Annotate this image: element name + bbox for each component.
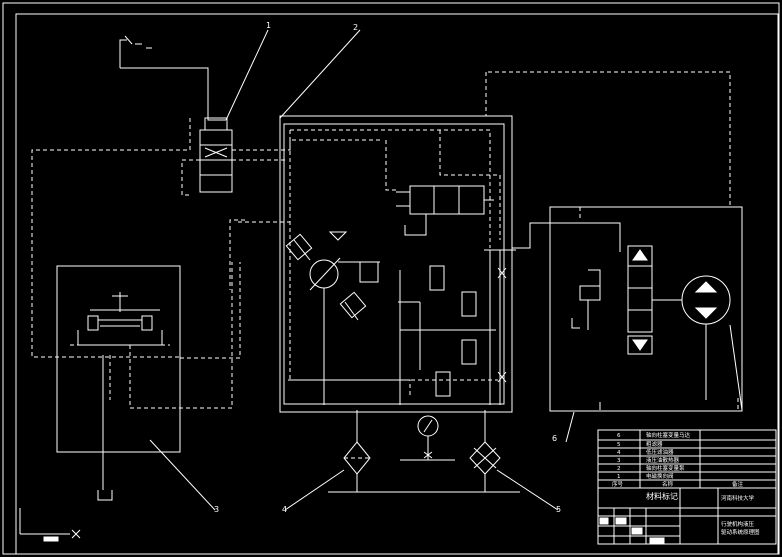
- callout-3: 3: [214, 505, 219, 514]
- filter-5: [328, 410, 559, 511]
- school-name: 河南科技大学: [721, 494, 755, 502]
- callout-5: 5: [556, 505, 561, 514]
- leader-1: [225, 29, 269, 121]
- parts-list-table: 6 轴向柱塞变量马达 5 粗滤器 4 低压滤油器 3 液压油散热器 2 轴向柱塞…: [597, 429, 777, 545]
- directional-control-valve: [385, 130, 501, 240]
- inner-frame: [15, 13, 779, 555]
- radiator-box-3: [56, 262, 233, 501]
- power-source-symbol: [119, 35, 226, 121]
- part-name-1: 电磁换向阀: [646, 472, 674, 480]
- callout-1: 1: [266, 21, 271, 30]
- material-mark: 材料标记: [646, 491, 678, 501]
- motor-box-6: [485, 71, 743, 443]
- relief-valves: [398, 249, 516, 405]
- header-name: 名称: [662, 480, 674, 488]
- part-name-4: 低压滤油器: [646, 448, 674, 456]
- part-name-6: 轴向柱塞变量马达: [646, 431, 691, 439]
- part-name-2: 轴向柱塞变量泵: [646, 464, 685, 472]
- solenoid-valve-1: [199, 117, 233, 193]
- pump-circuit-box-2: [279, 29, 513, 413]
- part-no-4: 4: [617, 450, 621, 456]
- drawing-title-2: 驱动系统原理图: [721, 528, 760, 536]
- part-no-6: 6: [617, 433, 621, 439]
- part-no-1: 1: [617, 474, 621, 480]
- part-no-2: 2: [617, 466, 621, 472]
- leader-2: [279, 29, 361, 119]
- origin-marker: [19, 508, 81, 542]
- leader-3: [149, 439, 216, 511]
- pressure-gauge: [400, 415, 455, 461]
- callout-4: 4: [282, 505, 287, 514]
- part-no-5: 5: [617, 442, 621, 448]
- header-no: 序号: [612, 480, 624, 488]
- part-name-5: 粗滤器: [646, 440, 663, 448]
- filter-4: [284, 410, 371, 511]
- pilot-lines-left: [31, 118, 380, 359]
- drawing-title-1: 行驶机构液压: [721, 520, 755, 528]
- callout-6: 6: [552, 434, 557, 443]
- part-name-3: 液压油散热器: [646, 456, 680, 464]
- header-note: 备注: [732, 480, 744, 488]
- callout-2: 2: [353, 23, 358, 32]
- variable-pump: [285, 231, 380, 405]
- part-no-3: 3: [617, 458, 621, 464]
